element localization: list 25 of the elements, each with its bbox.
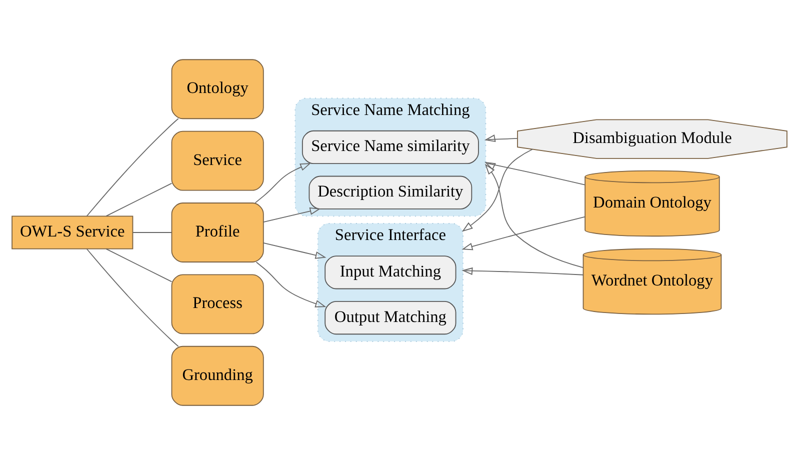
arrow	[254, 163, 312, 204]
arrow	[256, 262, 326, 308]
arrow	[262, 207, 321, 222]
node-box: Description Similarity	[308, 176, 472, 210]
node-box: Service Name similarity	[302, 130, 479, 164]
arrow	[484, 164, 584, 268]
arrow	[462, 216, 586, 250]
arrow	[462, 267, 584, 276]
node-box: Service	[171, 130, 264, 191]
connector	[106, 248, 172, 282]
node-box: Input Matching	[324, 256, 456, 290]
node-box: OWL-S Service	[12, 216, 134, 250]
arrow	[462, 148, 533, 232]
connector	[86, 118, 179, 216]
node-box: Process	[171, 274, 264, 334]
arrow	[484, 162, 586, 186]
arrow	[484, 134, 518, 142]
node-box: Grounding	[171, 346, 264, 406]
node-box: Ontology	[171, 59, 264, 120]
connector	[132, 232, 172, 233]
connector	[106, 182, 172, 216]
node-box: Profile	[171, 202, 264, 262]
connector	[86, 248, 179, 347]
arrow	[262, 242, 326, 259]
node-box: Output Matching	[324, 301, 456, 335]
